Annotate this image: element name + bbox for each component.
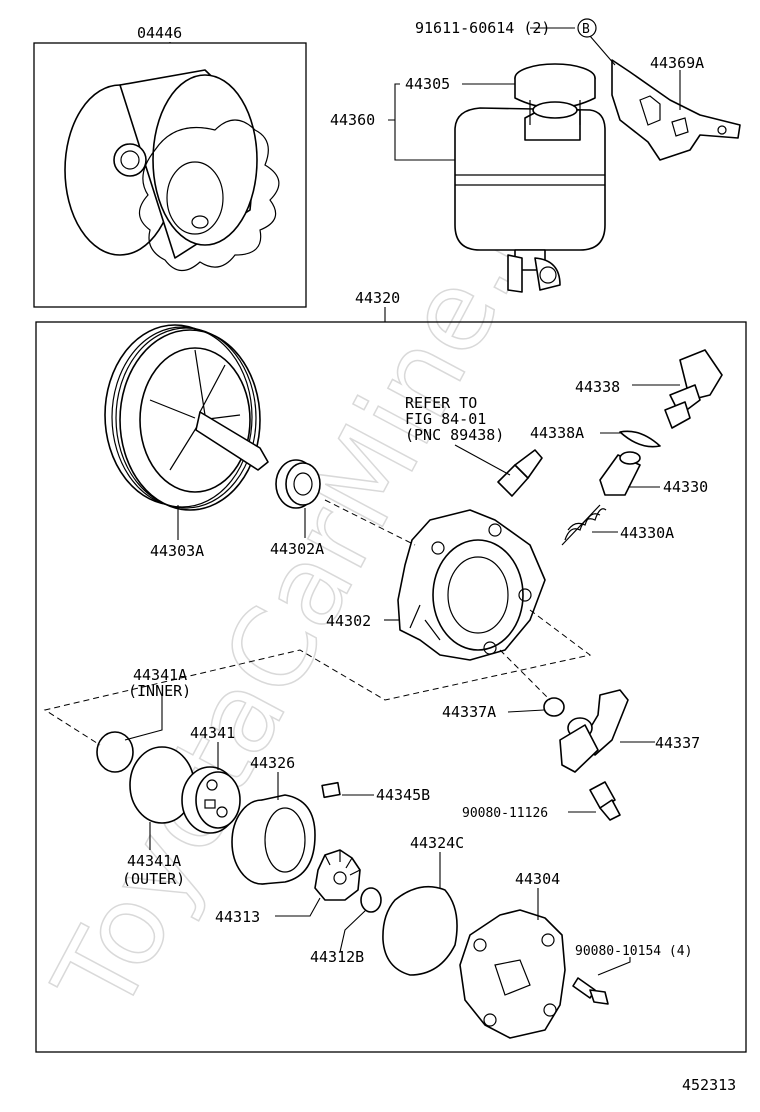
pressure-switch-icon [497,449,543,497]
label-44338: 44338 [575,378,620,396]
label-44330: 44330 [663,478,708,496]
label-90080-11126: 90080-11126 [462,806,548,821]
label-refer-line-3: (PNC 89438) [405,426,504,444]
label-90080-10154: 90080-10154 (4) [575,944,692,959]
o-ring-inner-icon [96,731,134,773]
label-refer-line-2: FIG 84-01 [405,410,486,428]
spring-44330a-icon [561,504,607,546]
label-reference-b: B [582,22,590,37]
label-44341: 44341 [190,724,235,742]
valve-44330-icon [599,451,641,496]
reservoir-bracket-icon [611,59,741,161]
snap-ring-44312b-icon [360,887,382,913]
label-04446: 04446 [137,24,182,42]
label-44337: 44337 [655,734,700,752]
gasket-44324c-icon [382,885,458,976]
label-44326: 44326 [250,754,295,772]
pump-housing-icon [397,509,546,661]
side-plate-44341-icon [181,766,241,834]
union-44337-icon [559,689,629,773]
label-44338a: 44338A [530,424,584,442]
o-ring-44338a-icon [619,430,661,448]
label-44312b: 44312B [310,948,364,966]
label-44305: 44305 [405,75,450,93]
label-44360: 44360 [330,111,375,129]
rear-housing-44304-icon [459,909,566,1039]
label-44302a: 44302A [270,540,324,558]
label-44369a: 44369A [650,54,704,72]
label-44320: 44320 [355,289,400,307]
bolt-90080-10154-icon [572,977,609,1005]
seal-44302a-icon [275,459,321,509]
reference-b-circle [577,18,597,38]
label-44337a: 44337A [442,703,496,721]
leader-lines [124,27,681,976]
o-ring-44337a-icon [543,697,565,717]
label-44303a: 44303A [150,542,204,560]
label-44330a: 44330A [620,524,674,542]
label-44341a-outer-text: (OUTER) [122,870,185,888]
label-44341a-inner-number: 44341A [133,666,187,684]
label-44302: 44302 [326,612,371,630]
bolt-90080-11126-icon [589,781,621,821]
key-44345b-icon [321,781,341,799]
label-44313: 44313 [215,908,260,926]
label-refer-line-1: REFER TO [405,394,477,412]
cam-ring-44326-icon [231,794,316,885]
pump-assembly-box-44320 [35,321,747,1053]
reservoir-cap-icon [514,63,596,125]
label-44324c: 44324C [410,834,464,852]
label-44341a-outer-number: 44341A [127,852,181,870]
rotor-44313-icon [314,849,361,901]
alignment-lines [43,499,592,746]
label-44345b: 44345B [376,786,430,804]
label-44304: 44304 [515,870,560,888]
diagram-id: 452313 [682,1076,736,1094]
pulley-icon [104,324,269,511]
label-44341a-inner-text: (INNER) [128,682,191,700]
connector-44338-icon [664,349,723,429]
kit-pump-icon [64,69,280,272]
label-91611-60614: 91611-60614 (2) [415,19,550,37]
